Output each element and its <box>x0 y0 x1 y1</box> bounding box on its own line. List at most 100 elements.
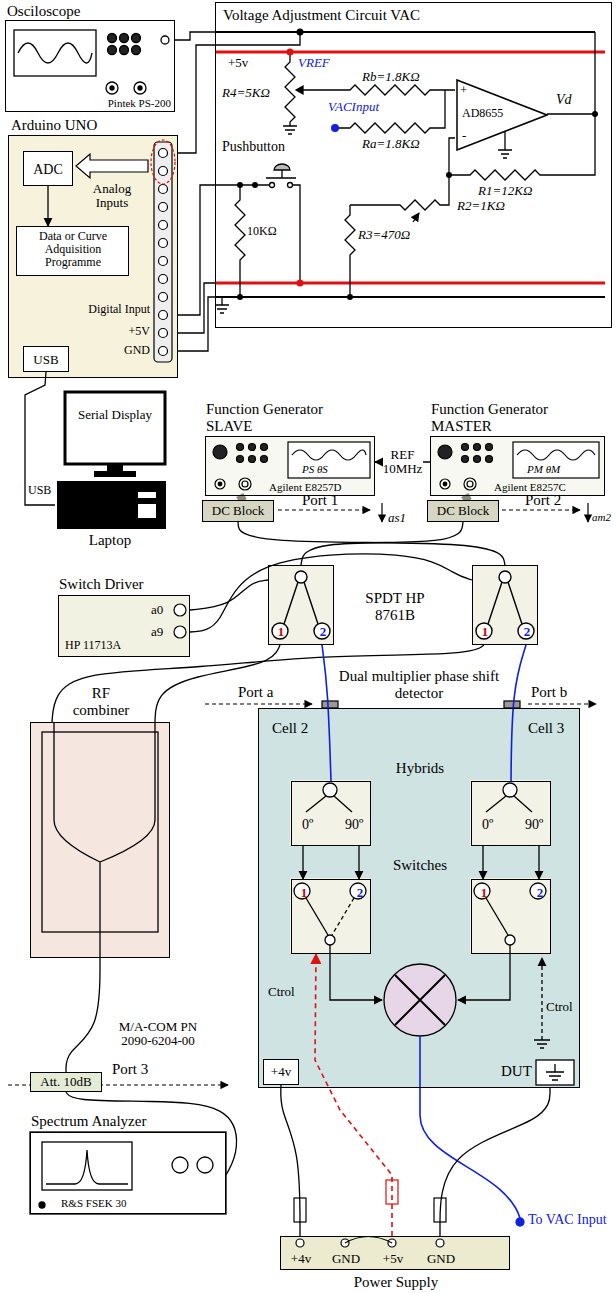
oscilloscope-symbol-part <box>110 86 114 90</box>
switch-driver-ports-part <box>174 626 186 638</box>
node-text: 1 <box>278 625 285 639</box>
label-text: am2 <box>592 511 611 523</box>
node-text: 0º <box>482 817 493 832</box>
dut-internals-part <box>395 975 445 1025</box>
node-text: Voltage Adjustment Circuit VAC <box>223 7 420 24</box>
connector <box>482 846 483 879</box>
generator-symbols-part <box>486 456 493 463</box>
analyzer-symbol-part <box>46 1150 128 1184</box>
node-text: Arduino UNO <box>11 117 97 134</box>
node-text: Switch Driver <box>59 576 144 593</box>
node-text: 2 <box>537 886 544 900</box>
node-text: DUT <box>501 1063 532 1080</box>
node-text: GND <box>427 1252 455 1266</box>
panel-fills-part <box>8 135 178 378</box>
panel-fills-part <box>268 565 334 645</box>
node-text: +4v <box>271 1065 291 1079</box>
power-supply-symbol-part <box>436 1239 444 1247</box>
panel-fills-part <box>290 780 370 845</box>
node-text: 2 <box>524 625 531 639</box>
vac-circuit-part <box>215 296 605 298</box>
arduino-detail-part <box>159 311 168 320</box>
label-text: Cell 3 <box>528 720 564 737</box>
node-text: R&S FSEK 30 <box>61 1197 126 1209</box>
generator-symbols-part <box>218 482 222 486</box>
dut-internals-part <box>306 898 328 935</box>
generator-symbols-part <box>513 442 599 478</box>
vac-circuit-part-part <box>331 124 339 132</box>
oscilloscope-symbol-part <box>161 36 169 44</box>
node-text: 0º <box>302 817 313 832</box>
connector <box>238 522 505 565</box>
node-text: USB <box>33 353 58 367</box>
arduino-detail-part <box>159 167 168 176</box>
oscilloscope-symbol-part <box>108 46 117 55</box>
generator-symbols-part <box>467 481 473 487</box>
connector <box>178 283 215 333</box>
generator-symbols-part <box>249 444 256 451</box>
label-text: 10KΩ <box>247 225 277 238</box>
oscilloscope-symbol-part <box>138 86 142 90</box>
vac-panel: Voltage Adjustment Circuit VAC+AD8655- <box>215 2 612 328</box>
generator-symbols-part <box>517 450 595 460</box>
dut-internals-part <box>503 783 517 797</box>
connector <box>178 45 215 153</box>
connector <box>178 185 215 315</box>
rf-combiner: RF combiner <box>30 722 170 958</box>
node-text: 90º <box>345 817 363 832</box>
vac-circuit-part <box>266 170 296 178</box>
node-text: 1 <box>481 886 488 900</box>
port-arrows <box>8 503 596 1085</box>
node-text: HP 11713A <box>65 639 121 652</box>
generator-symbols-part <box>239 478 251 490</box>
vac-circuit-part <box>270 183 275 188</box>
edge-label: REF 10MHz <box>383 448 423 477</box>
vac-circuit-part-part <box>287 49 294 56</box>
vac-circuit-part <box>303 85 455 95</box>
laptop-symbol-part <box>95 472 135 476</box>
vac-circuit-part-part <box>347 294 353 300</box>
panel-fills-part <box>290 878 370 953</box>
generator-symbols-part <box>443 482 447 486</box>
generator-symbols-part <box>215 479 225 489</box>
analyzer-symbol-part <box>172 1157 188 1173</box>
spdt-switch: 12 <box>472 565 538 645</box>
dut-internals-part <box>536 1060 574 1085</box>
label-text: PM θM <box>527 463 560 475</box>
label-text: SPDT HP 8761B <box>350 590 440 623</box>
dut-internals-part <box>541 958 542 1040</box>
connector <box>315 954 392 1236</box>
power-supply-symbol-part <box>386 1180 398 1204</box>
port-arrows-part <box>528 703 596 704</box>
arduino-detail-part <box>159 221 168 230</box>
power-supply-symbol-part <box>345 1237 392 1244</box>
node-text: Serial Display <box>75 408 155 422</box>
combiner-symbol-part <box>54 722 155 958</box>
connector <box>322 645 331 781</box>
node-text: Agilent E8257D <box>269 481 341 493</box>
label-text: M/A-COM PN 2090-6204-00 <box>108 1020 208 1049</box>
function-generator: Function Generator MASTERAgilent E8257C <box>430 436 605 496</box>
dut-internals-part <box>534 1040 550 1048</box>
switch-driver: Switch Drivera0a9HP 11713A <box>58 595 190 657</box>
panel-fills-part <box>258 708 580 1088</box>
vac-circuit-part <box>283 52 297 134</box>
laptop-symbol-part <box>138 504 156 518</box>
oscilloscope-symbol-part <box>108 34 117 43</box>
node-text: ADC <box>33 162 63 177</box>
spdt-symbols-part <box>518 623 534 639</box>
vac-circuit-part-part <box>592 111 598 117</box>
node-text: Function Generator SLAVE <box>206 401 356 434</box>
combiner-symbol <box>42 722 158 958</box>
vac-circuit-part-part <box>237 294 243 300</box>
generator-symbols-part <box>249 456 256 463</box>
label-text: Vd <box>556 92 572 107</box>
spdt-symbols-part <box>476 623 492 639</box>
node-text: Function Generator MASTER <box>431 401 591 434</box>
oscilloscope-symbol-part <box>132 46 141 55</box>
node-text: GND <box>332 1252 360 1266</box>
arduino-detail-part <box>159 149 168 158</box>
connector <box>175 32 215 40</box>
rf-switch: 12 <box>471 879 551 954</box>
